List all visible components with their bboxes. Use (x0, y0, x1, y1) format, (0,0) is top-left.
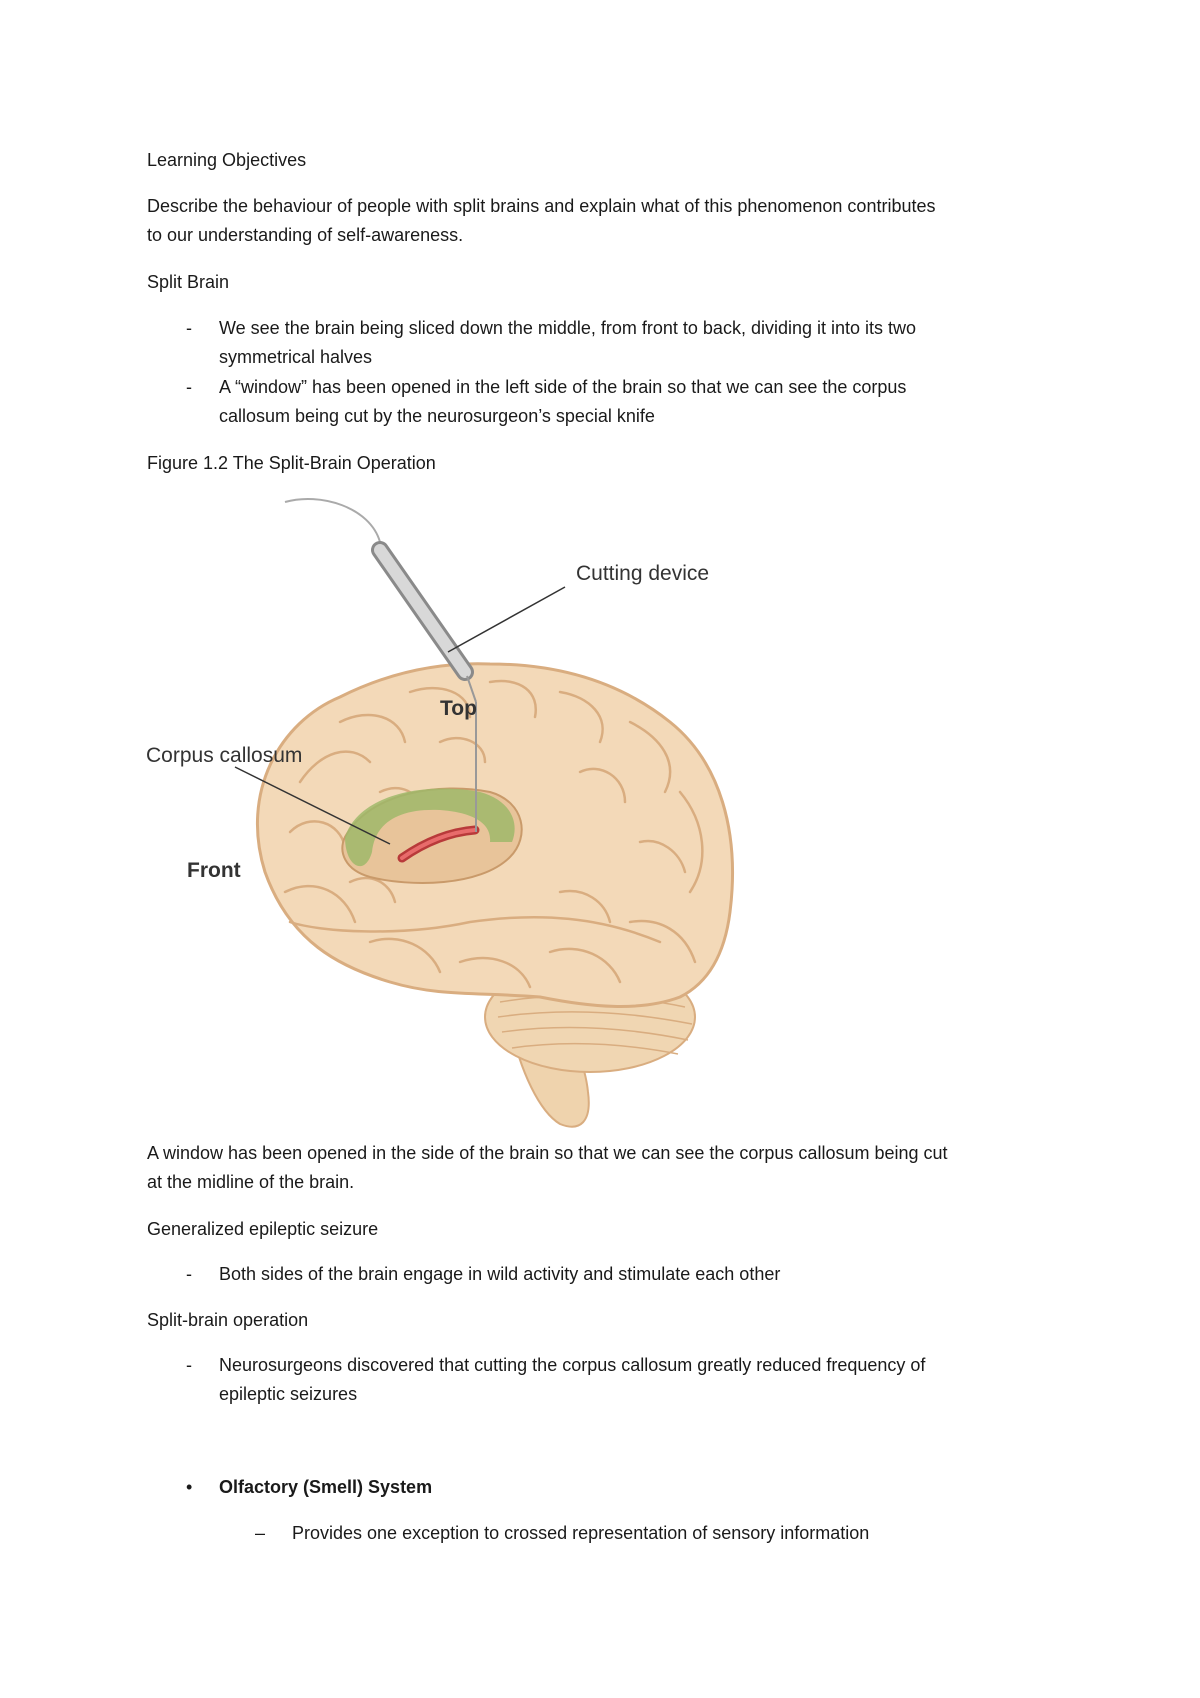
window-text-line-1: A window has been opened in the side of … (147, 1143, 948, 1163)
dash-bullet: - (186, 1264, 192, 1284)
olfactory-sub-item: Provides one exception to crossed repres… (292, 1523, 870, 1543)
operation-item-1-line-1: Neurosurgeons discovered that cutting th… (219, 1355, 926, 1375)
window-text-line-2: at the midline of the brain. (147, 1172, 355, 1192)
label-front: Front (187, 859, 241, 882)
split-brain-item-1-line-2: symmetrical halves (219, 347, 373, 367)
gyri-lines (283, 679, 704, 989)
round-bullet: • (186, 1477, 193, 1497)
en-dash-bullet: – (255, 1523, 266, 1543)
split-brain-heading: Split Brain (147, 272, 230, 292)
figure-caption: Figure 1.2 The Split-Brain Operation (147, 453, 436, 473)
split-brain-item-2-line-2: callosum being cut by the neurosurgeon’s… (219, 406, 655, 426)
label-corpus-callosum: Corpus callosum (146, 744, 303, 767)
device-wire (284, 498, 381, 543)
generalized-item-1: Both sides of the brain engage in wild a… (219, 1264, 781, 1284)
split-brain-figure: Cutting device Top Corpus callosum Front (140, 492, 740, 1132)
leader-cutting-device (447, 586, 566, 653)
corpus-callosum-shape (345, 788, 515, 867)
cutting-device-icon (371, 541, 477, 832)
leader-corpus-callosum (234, 766, 391, 845)
objective-text-line-1: Describe the behaviour of people with sp… (147, 196, 936, 216)
split-brain-item-2-line-1: A “window” has been opened in the left s… (219, 377, 907, 397)
split-brain-item-1-line-1: We see the brain being sliced down the m… (219, 318, 917, 338)
objective-text-line-2: to our understanding of self-awareness. (147, 225, 464, 245)
generalized-heading: Generalized epileptic seizure (147, 1219, 379, 1239)
operation-heading: Split-brain operation (147, 1310, 309, 1330)
brain-illustration (234, 498, 734, 1128)
dash-bullet: - (186, 318, 192, 338)
dash-bullet: - (186, 1355, 192, 1375)
label-cutting-device: Cutting device (576, 562, 710, 585)
operation-item-1-line-2: epileptic seizures (219, 1384, 358, 1404)
label-top: Top (440, 697, 477, 720)
learning-objectives-heading: Learning Objectives (147, 150, 307, 170)
dash-bullet: - (186, 377, 192, 397)
olfactory-heading: Olfactory (Smell) System (219, 1477, 433, 1497)
